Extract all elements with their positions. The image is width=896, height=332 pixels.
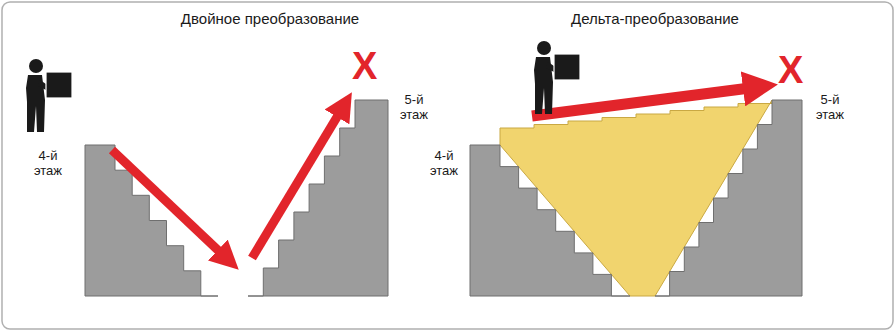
panel-title: Дельта-преобразование bbox=[571, 10, 739, 28]
person-with-box bbox=[534, 41, 580, 114]
person-with-box bbox=[26, 59, 72, 132]
frame bbox=[2, 2, 893, 329]
staircase bbox=[655, 100, 802, 296]
staircases bbox=[85, 100, 802, 296]
down-arrow bbox=[112, 150, 222, 254]
panel-title: Двойное преобразование bbox=[181, 10, 359, 28]
staircase bbox=[248, 100, 388, 296]
floor-label: 4-й этаж bbox=[26, 148, 70, 178]
staircase bbox=[85, 145, 218, 296]
cross-mark: X bbox=[352, 46, 377, 86]
staircase bbox=[470, 145, 630, 296]
direct-arrow bbox=[532, 88, 750, 116]
up-arrow bbox=[252, 112, 340, 258]
floor-label: 4-й этаж bbox=[422, 148, 466, 178]
floor-label: 5-й этаж bbox=[808, 92, 852, 122]
floor-label: 5-й этаж bbox=[392, 92, 436, 122]
cross-mark: X bbox=[778, 50, 803, 90]
